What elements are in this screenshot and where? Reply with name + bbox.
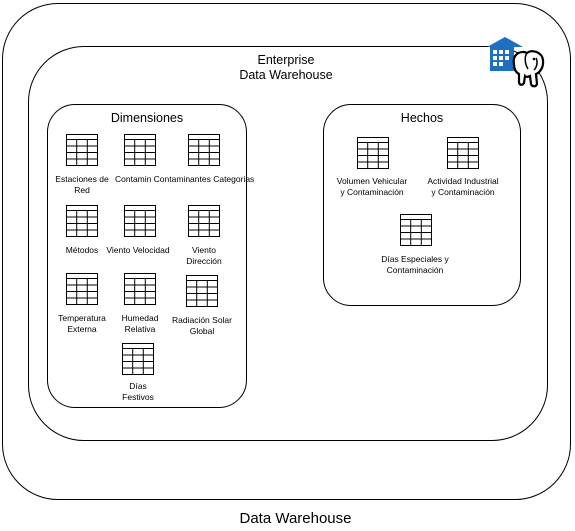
- dim-label-temperatura-externa: Temperatura Externa: [58, 313, 106, 334]
- dim-label-metodos: Métodos: [65, 245, 99, 255]
- table-icon: [122, 343, 154, 380]
- postgresql-elephant-icon: [512, 50, 545, 88]
- dim-label-estaciones: Estaciones de Red: [55, 174, 109, 195]
- fact-label-volumen-vehicular: Volumen Vehicular y Contaminación: [336, 176, 408, 197]
- table-icon: [124, 134, 156, 171]
- hechos-group: [323, 104, 521, 306]
- table-icon: [188, 205, 220, 242]
- enterprise-dw-title: Enterprise Data Warehouse: [200, 53, 372, 83]
- dim-label-humedad-relativa: Humedad Relativa: [121, 313, 159, 334]
- warehouse-icon: [484, 36, 546, 90]
- dim-label-contaminantes-categorias: Contaminantes Categorias: [153, 174, 255, 184]
- table-icon: [188, 134, 220, 171]
- table-icon: [124, 273, 156, 310]
- dim-label-viento-velocidad: Viento Velocidad: [106, 245, 170, 255]
- fact-label-dias-especiales: Días Especiales y Contaminación: [381, 254, 449, 275]
- dim-label-dias-festivos: Días Festivos: [122, 381, 154, 402]
- table-icon: [186, 275, 218, 312]
- table-icon: [447, 137, 479, 174]
- table-icon: [124, 205, 156, 242]
- fact-label-actividad-industrial: Actividad Industrial y Contaminación: [427, 176, 499, 197]
- dim-label-viento-direccion: Viento Dirección: [186, 245, 222, 266]
- dim-label-radiacion-solar: Radiación Solar Global: [171, 315, 232, 336]
- table-icon: [66, 134, 98, 171]
- table-icon: [66, 273, 98, 310]
- table-icon: [66, 205, 98, 242]
- dimensiones-title: Dimensiones: [110, 111, 184, 125]
- enterprise-dw-title-line2: Data Warehouse: [239, 68, 333, 82]
- data-warehouse-title: Data Warehouse: [239, 510, 352, 527]
- table-icon: [400, 214, 432, 251]
- enterprise-dw-title-line1: Enterprise: [257, 53, 315, 67]
- table-icon: [357, 137, 389, 174]
- hechos-title: Hechos: [400, 111, 444, 125]
- dim-label-contaminantes: Contaminantes: [115, 174, 151, 184]
